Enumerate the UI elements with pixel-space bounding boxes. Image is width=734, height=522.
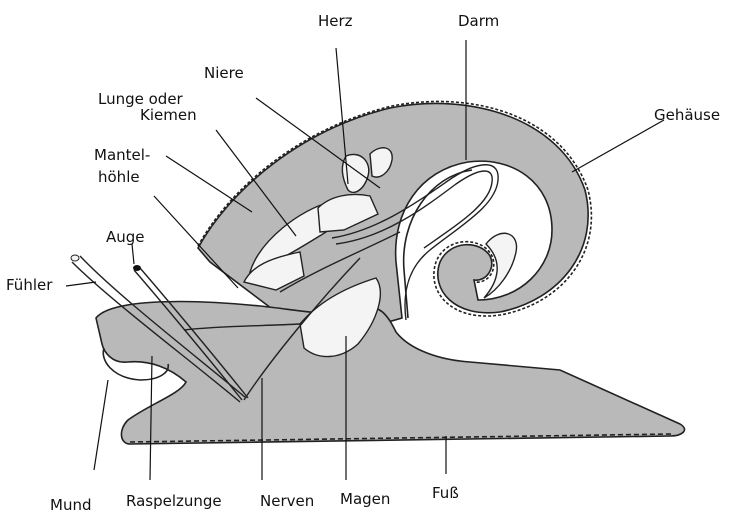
label-mantel: Mantel- — [94, 146, 150, 164]
leader-mund — [94, 380, 108, 470]
label-gehaeuse: Gehäuse — [654, 106, 720, 124]
label-kiemen: Kiemen — [140, 106, 197, 124]
leader-gehaeuse — [572, 120, 664, 172]
eye-icon — [133, 265, 141, 271]
label-hoehle: höhle — [98, 168, 140, 186]
label-herz: Herz — [318, 12, 353, 30]
leader-fuehler — [66, 282, 96, 286]
label-fuss: Fuß — [432, 484, 459, 502]
label-nerven: Nerven — [260, 492, 314, 510]
label-darm: Darm — [458, 12, 499, 30]
leader-mantel — [166, 156, 252, 212]
foot-body — [96, 302, 685, 444]
label-auge: Auge — [106, 228, 145, 246]
label-raspelzunge: Raspelzunge — [126, 492, 222, 510]
leader-auge — [132, 244, 134, 264]
label-niere: Niere — [204, 64, 244, 82]
label-fuehler: Fühler — [6, 276, 53, 294]
label-magen: Magen — [340, 490, 390, 508]
label-mund: Mund — [50, 496, 91, 514]
